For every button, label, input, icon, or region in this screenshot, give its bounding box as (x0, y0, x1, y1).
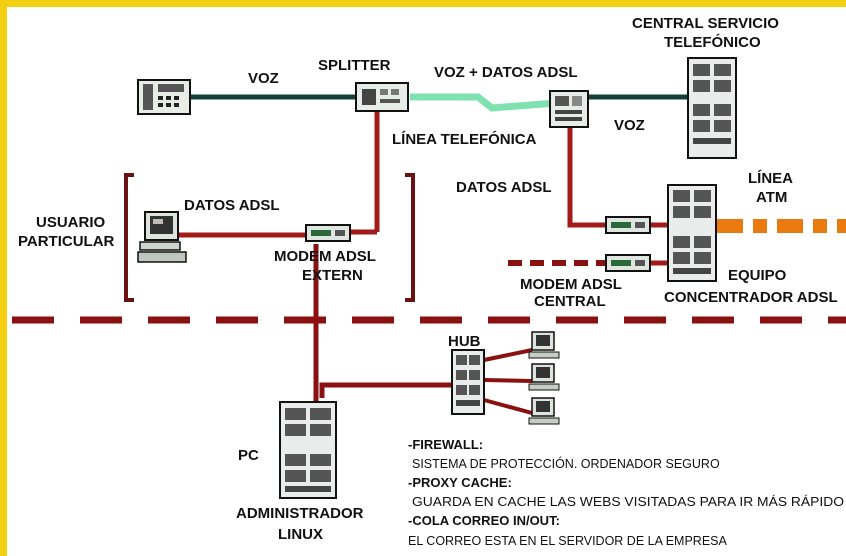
connections (12, 93, 846, 415)
user-pc-icon (137, 211, 187, 263)
label-linea-telefonica: LÍNEA TELEFÓNICA (392, 130, 537, 148)
label-modem-adsl-central-1: MODEM ADSL (520, 276, 622, 293)
label-linea-atm-2: ATM (756, 189, 787, 206)
label-hub: HUB (448, 333, 481, 350)
services-notes: -FIREWALL: SISTEMA DE PROTECCIÓN. ORDENA… (408, 437, 844, 548)
left-bracket (124, 173, 134, 302)
splitter-icon (355, 82, 409, 112)
note-proxy-title: -PROXY CACHE: (408, 475, 512, 490)
label-equipo: EQUIPO (728, 267, 787, 284)
label-voz-left: VOZ (248, 70, 279, 87)
label-linea-atm-1: LÍNEA (748, 170, 793, 187)
label-pc: PC (238, 447, 259, 464)
right-bracket (405, 173, 415, 302)
admin-linux-server-icon (279, 401, 337, 499)
label-administrador: ADMINISTRADOR (236, 505, 364, 522)
line-hub-pc1 (483, 348, 533, 362)
adsl-concentrator-icon (667, 184, 717, 282)
client-pc-1-icon (528, 331, 560, 359)
central-modem-2-icon (605, 254, 651, 272)
label-voz-datos-adsl: VOZ + DATOS ADSL (434, 64, 578, 81)
note-cola-text: EL CORREO ESTA EN EL SERVIDOR DE LA EMPR… (408, 534, 728, 548)
external-modem-icon (305, 224, 351, 242)
label-datos-adsl-right: DATOS ADSL (456, 179, 552, 196)
adsl-data-line-central (567, 124, 606, 228)
label-modem-adsl-central-2: CENTRAL (534, 293, 606, 310)
client-pc-2-icon (528, 363, 560, 391)
note-cola-title: -COLA CORREO IN/OUT: (408, 513, 560, 528)
label-central-servicio: CENTRAL SERVICIO (632, 15, 779, 32)
label-usuario: USUARIO (36, 214, 106, 231)
voice-data-line-splitter-central (410, 93, 557, 112)
client-pc-3-icon (528, 397, 560, 425)
label-particular: PARTICULAR (18, 233, 115, 250)
label-linux: LINUX (278, 526, 323, 543)
label-splitter: SPLITTER (318, 57, 391, 74)
note-firewall-text: SISTEMA DE PROTECCIÓN. ORDENADOR SEGURO (412, 456, 720, 471)
line-hub-pc3 (483, 398, 533, 415)
note-firewall-title: -FIREWALL: (408, 437, 483, 452)
line-admin-to-hub (319, 382, 452, 398)
hub-icon (451, 349, 485, 415)
label-modem-adsl-extern-2: EXTERN (302, 267, 363, 284)
note-proxy-text: GUARDA EN CACHE LAS WEBS VISITADAS PARA … (412, 494, 844, 509)
label-voz-right: VOZ (614, 117, 645, 134)
label-concentrador-adsl: CONCENTRADOR ADSL (664, 289, 838, 306)
central-modem-1-icon (605, 216, 651, 234)
label-datos-adsl-left: DATOS ADSL (184, 197, 280, 214)
line-hub-pc2 (483, 378, 533, 383)
phone-central-server-icon (687, 57, 737, 159)
central-phone-box-icon (549, 90, 589, 128)
telephone-icon (137, 79, 191, 115)
label-telefonico: TELEFÓNICO (664, 33, 761, 51)
label-modem-adsl-extern-1: MODEM ADSL (274, 248, 376, 265)
